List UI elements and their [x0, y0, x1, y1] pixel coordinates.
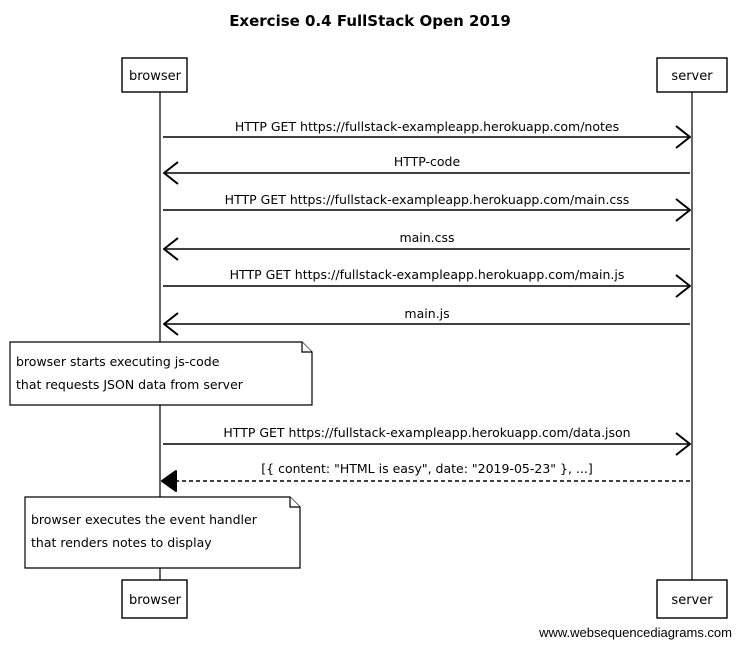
message-get-data-json-label: HTTP GET https://fullstack-exampleapp.he…: [223, 425, 630, 440]
message-get-main-css: HTTP GET https://fullstack-exampleapp.he…: [163, 192, 691, 222]
arrowhead-right-icon: [675, 198, 691, 222]
message-http-code-label: HTTP-code: [394, 154, 461, 169]
participant-server-top-label: server: [671, 69, 713, 84]
participant-server-bottom: server: [656, 579, 728, 619]
note-2-line-2: that renders notes to display: [31, 535, 212, 550]
arrowhead-left-icon: [163, 237, 179, 261]
message-json-response: [{ content: "HTML is easy", date: "2019-…: [161, 461, 690, 492]
arrowhead-right-icon: [675, 274, 691, 298]
arrowhead-right-icon: [675, 125, 691, 149]
watermark-text: www.websequencediagrams.com: [538, 625, 732, 640]
note-1-line-1: browser starts executing js-code: [16, 354, 220, 369]
participant-server-top: server: [656, 57, 728, 93]
arrowhead-left-filled-icon: [161, 470, 177, 492]
message-main-js-label: main.js: [404, 306, 449, 321]
participant-browser-top: browser: [121, 57, 188, 93]
participant-server-bottom-label: server: [671, 593, 713, 608]
message-get-main-js: HTTP GET https://fullstack-exampleapp.he…: [163, 267, 691, 298]
arrowhead-left-icon: [163, 161, 179, 185]
participant-browser-bottom: browser: [121, 579, 188, 619]
arrowhead-right-icon: [675, 432, 691, 456]
arrowhead-left-icon: [163, 312, 179, 336]
message-http-code: HTTP-code: [163, 154, 690, 185]
message-main-css-label: main.css: [399, 230, 454, 245]
participant-browser-top-label: browser: [129, 69, 182, 84]
message-get-notes-label: HTTP GET https://fullstack-exampleapp.he…: [235, 119, 619, 134]
participant-browser-bottom-label: browser: [129, 593, 182, 608]
note-starts-executing-js: browser starts executing js-code that re…: [9, 341, 313, 406]
note-1-line-2: that requests JSON data from server: [16, 377, 244, 392]
diagram-title: Exercise 0.4 FullStack Open 2019: [229, 12, 511, 30]
message-get-main-js-label: HTTP GET https://fullstack-exampleapp.he…: [230, 267, 625, 282]
message-main-js: main.js: [163, 306, 690, 336]
message-get-data-json: HTTP GET https://fullstack-exampleapp.he…: [163, 425, 691, 456]
message-get-notes: HTTP GET https://fullstack-exampleapp.he…: [163, 119, 691, 149]
message-get-main-css-label: HTTP GET https://fullstack-exampleapp.he…: [225, 192, 630, 207]
note-executes-event-handler: browser executes the event handler that …: [24, 496, 301, 569]
message-main-css: main.css: [163, 230, 690, 261]
note-2-line-1: browser executes the event handler: [31, 512, 258, 527]
message-json-response-label: [{ content: "HTML is easy", date: "2019-…: [261, 461, 592, 476]
